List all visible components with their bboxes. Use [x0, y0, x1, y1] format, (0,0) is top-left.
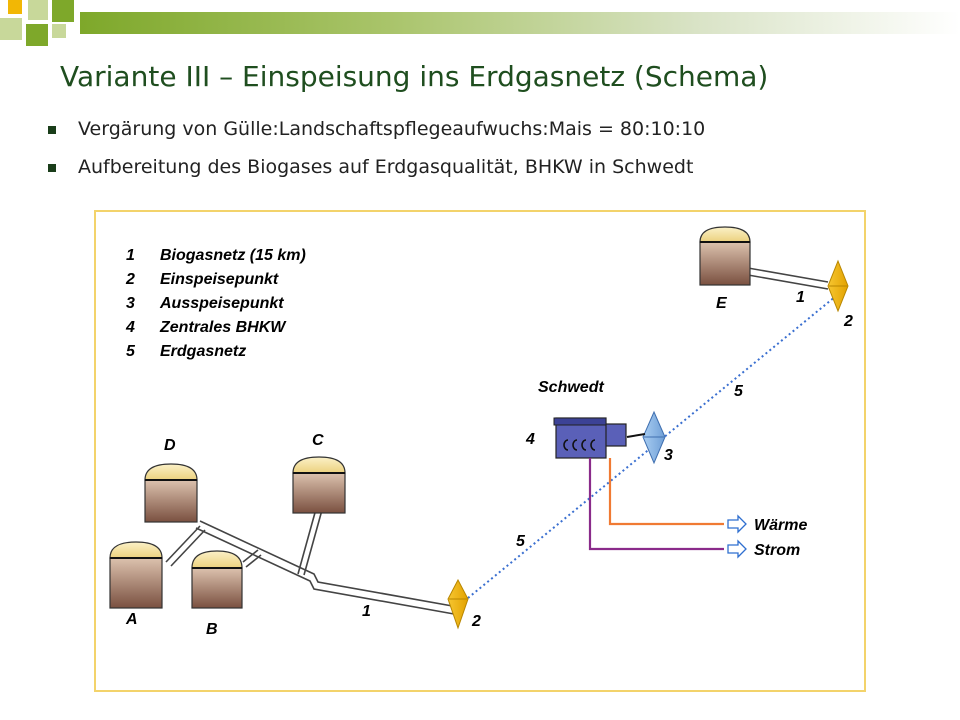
plant-label-e: E [716, 295, 728, 312]
biogas-pipeline-main [165, 508, 459, 615]
legend-label: Einspeisepunkt [160, 271, 279, 288]
legend-num: 1 [126, 247, 135, 264]
deco-square [0, 18, 22, 40]
deco-square [28, 0, 48, 20]
digester-a [109, 541, 163, 609]
legend-label: Zentrales BHKW [159, 319, 287, 336]
slide-title: Variante III – Einspeisung ins Erdgasnet… [60, 60, 769, 93]
plant-label-c: C [312, 432, 324, 449]
marker-feed-e: 2 [843, 313, 853, 330]
heat-arrow-icon [727, 514, 747, 534]
feed-in-point-main [447, 578, 469, 630]
marker-chp: 4 [525, 431, 535, 448]
bullet-list: Vergärung von Gülle:Landschaftspflegeauf… [48, 118, 705, 194]
gas-grid-line [467, 295, 837, 599]
deco-square [8, 0, 22, 14]
plant-label-a: A [125, 611, 138, 628]
digester-d [144, 463, 198, 523]
power-arrow-icon [727, 539, 747, 559]
schema-svg: 1 Biogasnetz (15 km) 2 Einspeisepunkt 3 … [109, 226, 853, 638]
digester-b [191, 550, 243, 609]
heat-line [608, 458, 724, 526]
power-label: Strom [754, 542, 800, 559]
bullet-item: Aufbereitung des Biogases auf Erdgasqual… [48, 156, 705, 194]
legend: 1 Biogasnetz (15 km) 2 Einspeisepunkt 3 … [125, 247, 306, 360]
marker-feed-main: 2 [471, 613, 481, 630]
legend-num: 5 [126, 343, 136, 360]
legend-num: 3 [126, 295, 135, 312]
biogas-pipeline-e [747, 267, 829, 290]
heat-label: Wärme [754, 517, 807, 534]
digester-c [292, 456, 346, 514]
location-label: Schwedt [538, 379, 604, 396]
bullet-item: Vergärung von Gülle:Landschaftspflegeauf… [48, 118, 705, 156]
legend-label: Ausspeisepunkt [159, 295, 284, 312]
legend-num: 2 [125, 271, 135, 288]
legend-num: 4 [125, 319, 135, 336]
deco-square [26, 24, 48, 46]
deco-square [52, 24, 66, 38]
marker-outfeed: 3 [664, 447, 673, 464]
marker-grid-lower: 5 [516, 533, 526, 550]
power-line [588, 458, 724, 551]
title-gradient-bar [80, 12, 960, 34]
schema-diagram: 1 Biogasnetz (15 km) 2 Einspeisepunkt 3 … [94, 210, 866, 692]
plant-label-d: D [164, 437, 176, 454]
legend-label: Biogasnetz (15 km) [160, 247, 306, 264]
marker-pipe-e: 1 [796, 289, 805, 306]
digester-e [699, 226, 751, 286]
marker-pipe-main: 1 [362, 603, 371, 620]
deco-square [52, 0, 74, 22]
legend-label: Erdgasnetz [160, 343, 246, 360]
marker-grid-upper: 5 [734, 383, 744, 400]
title-decoration [0, 0, 960, 50]
chp-unit [553, 417, 646, 459]
plant-label-b: B [206, 621, 218, 638]
